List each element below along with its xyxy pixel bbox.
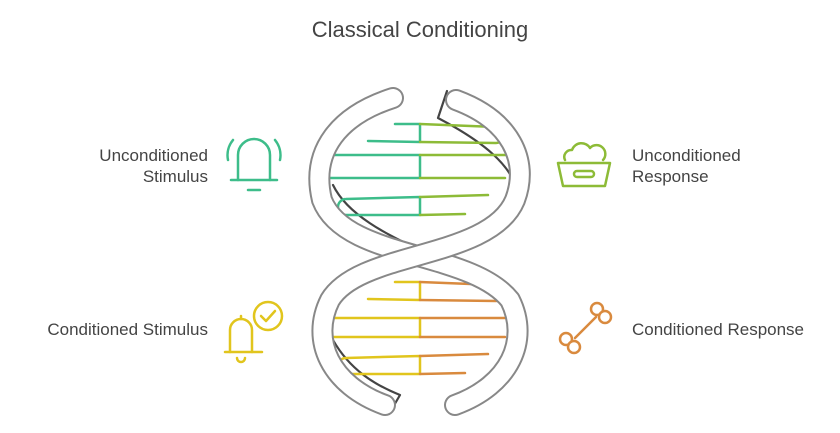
label-line: Unconditioned [99,146,208,165]
bone-icon [558,301,613,355]
lower-rungs [328,280,514,376]
bell-check-icon [223,300,284,364]
label-line: Response [632,167,709,186]
unconditioned-response-label: Unconditioned Response [632,145,741,187]
food-bowl-icon [556,141,612,188]
helix-front-ribbon [308,87,531,416]
conditioned-response-label: Conditioned Response [632,320,805,339]
upper-rungs [328,122,514,217]
unconditioned-stimulus-label: Unconditioned Stimulus [99,145,208,187]
diagram-title: Classical Conditioning [311,17,529,42]
label-line: Stimulus [142,167,208,186]
label-line: Unconditioned [632,146,741,165]
alarm-bell-icon [226,137,282,192]
conditioned-stimulus-label: Conditioned Stimulus [47,320,208,339]
